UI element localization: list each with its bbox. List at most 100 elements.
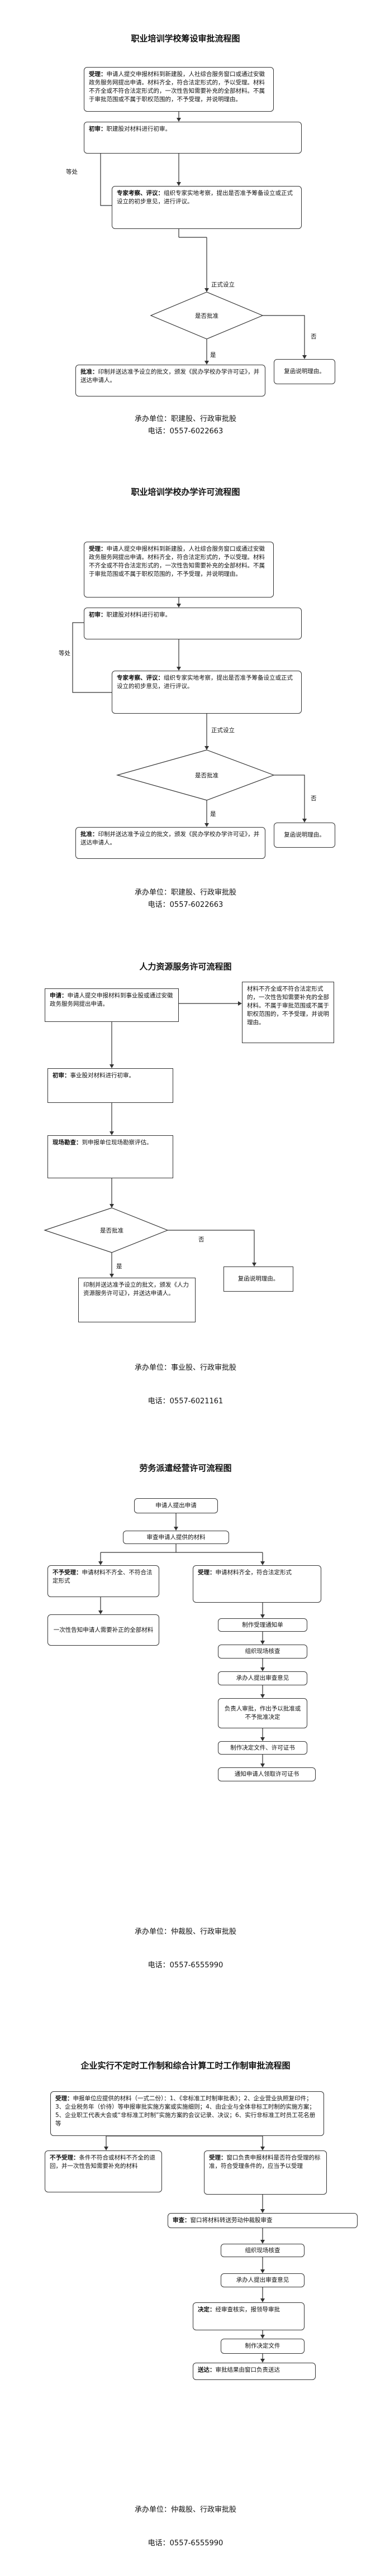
step-opinion-box: 承办人提出审查意见 (218, 1671, 307, 1685)
approve-box: 印制并送达准予设立的批文，颁发《人力资源服务许可证》，并送达申请人。 (78, 1278, 196, 1322)
first-review-text: 职建股对材料进行初审。 (106, 611, 172, 618)
step-document-box: 制作决定文件 (221, 2339, 305, 2354)
reject-text: 复函说明理由。 (284, 831, 325, 838)
step-site-box: 组织现场核查 (221, 2244, 305, 2257)
approve-box: 批准：印制并送达准予设立的批文，颁发《民办学校办学许可证》，并送达申请人。 (75, 365, 265, 396)
footer-unit: 承办单位：仲裁股、行政审批股 (134, 1928, 236, 1936)
apply-head: 申请： (50, 992, 68, 999)
first-review-box: 初审：事业股对材料进行初审。 (47, 1068, 173, 1103)
not-accept-box: 不予受理：申请材料不齐全、不符合法定形式 (47, 1565, 159, 1597)
first-review-box: 初审：职建股对材料进行初审。 (84, 608, 302, 639)
side-notice-text: 材料不齐全或不符合法定形式的，一次性告知需要补充的全部材料。不属于审批范围或不属… (247, 986, 329, 1026)
flowchart-hr-service: 人力资源服务许可流程图 申请：申请人提交申报材料到事业股或通过安徽政务服务网提出… (0, 944, 371, 1435)
notify-box: 一次性告知申请人需要补正的全部材料 (47, 1614, 159, 1646)
accept-head: 受理： (89, 546, 107, 552)
footer-phone: 电话：0557-6021161 (148, 1397, 223, 1406)
decide-box: 决定：经审查核实，报领导审批 (193, 2302, 305, 2330)
accept-text: 申请人提交申报材料到新建股，人社综合服务窗口或通过安徽政务服务网提出申请。材料齐… (89, 71, 265, 103)
apply-text: 申请人提交申报材料到事业股或通过安徽政务服务网提出申请。 (50, 992, 173, 1007)
reject-box: 复函说明理由。 (274, 823, 335, 848)
deliver-text: 审批结果由窗口负责送达 (215, 2367, 280, 2373)
expert-review-text: 组织专家实地考察，提出是否准予筹备设立或正式设立的初步意见，进行评议。 (117, 675, 293, 690)
step-decision-text: 负责人审批，作出予以批准或不予批准决定 (224, 1705, 301, 1720)
step-opinion-box: 承办人提出审查意见 (221, 2273, 305, 2287)
flowchart-3-footer: 承办单位：事业股、行政审批股 电话：0557-6021161 (0, 1351, 371, 1418)
footer-phone: 电话：0557-6022663 (148, 427, 223, 436)
approve-question: 是否批准 (195, 313, 218, 319)
deliver-head: 送达： (198, 2367, 216, 2373)
wait-label: 等处 (66, 169, 78, 175)
flowchart-4-footer: 承办单位：仲裁股、行政审批股 电话：0557-6555990 (0, 1915, 371, 1982)
step-notice-text: 制作受理通知单 (242, 1621, 283, 1628)
formal-label: 正式设立 (211, 281, 235, 288)
apply-box: 申请：申请人提交申报材料到事业股或通过安徽政务服务网提出申请。 (45, 988, 179, 1022)
accept2-head: 受理： (209, 2154, 227, 2161)
first-review-head: 初审： (89, 611, 107, 618)
review-head: 审查： (173, 2217, 191, 2224)
expert-review-box: 专家考察、评议：组织专家实地考察，提出是否准予筹备设立或正式设立的初步意见，进行… (112, 186, 302, 229)
step-document-box: 制作决定文件、许可证书 (218, 1741, 307, 1755)
step-opinion-text: 承办人提出审查意见 (236, 2277, 289, 2283)
decide-text: 经审查核实，报领导审批 (215, 2306, 280, 2313)
accept-box: 受理：申请材料齐全，符合法定形式 (193, 1565, 321, 1603)
step-opinion-text: 承办人提出审查意见 (236, 1675, 289, 1681)
apply-box: 申请人提出申请 (134, 1498, 218, 1513)
first-review-head: 初审： (89, 126, 107, 132)
approve-text: 印制并送达准予设立的批文，颁发《民办学校办学许可证》，并送达申请人。 (80, 369, 260, 384)
apply-text: 申请人提出申请 (155, 1502, 197, 1509)
site-check-box: 现场勘查：到申报单位现场勘察评估。 (47, 1135, 173, 1178)
approve-question: 是否批准 (195, 772, 218, 779)
review-box: 审查申请人提供的材料 (123, 1531, 229, 1544)
approve-question: 是否批准 (100, 1227, 123, 1234)
not-accept-text: 申请材料不齐全、不符合法定形式 (53, 1569, 153, 1584)
review-text: 窗口将材料转送劳动仲裁股审查 (190, 2217, 273, 2224)
yes-label: 是 (210, 811, 216, 818)
step-collect-box: 通知申请人领取许可证书 (218, 1767, 316, 1781)
flowchart-school-preparation: 职业培训学校筹设审批流程图 受理：申请人提交申报材料到新建股，人社综合服务窗口或… (0, 0, 371, 463)
wait-label: 等处 (59, 650, 70, 657)
not-accept-head: 不予受理： (50, 2154, 79, 2161)
footer-phone: 电话：0557-6555990 (148, 1961, 223, 1970)
footer-unit: 承办单位：事业股、行政审批股 (134, 1364, 236, 1372)
accept-head: 受理： (198, 1569, 216, 1576)
notify-text: 一次性告知申请人需要补正的全部材料 (53, 1626, 154, 1633)
flowchart-2-connectors (72, 598, 307, 827)
yes-label: 是 (210, 352, 216, 359)
flowchart-1-connectors (100, 112, 307, 365)
accept-head: 受理： (55, 2095, 73, 2102)
footer-unit: 承办单位：职建股、行政审批股 (134, 888, 236, 897)
flowchart-working-hours: 企业实行不定时工作制和综合计算工时工作制审批流程图 受理：申报单位应提供的材料（… (0, 2021, 371, 2576)
accept-head: 受理： (89, 71, 107, 78)
accept-text: 申请人提交申报材料到新建股，人社综合服务窗口或通过安徽政务服务网提出申请。材料齐… (89, 546, 265, 577)
step-site-text: 组织现场核查 (245, 1648, 280, 1655)
no-label: 否 (198, 1236, 204, 1243)
flowchart-3-connectors (44, 1001, 256, 1278)
footer-phone: 电话：0557-6555990 (148, 2539, 223, 2548)
not-accept-text: 条件不符合或材料不齐全的退回，并一次性告知需要补充的材料 (50, 2154, 155, 2169)
flowchart-labor-dispatch: 劳务派遣经营许可流程图 申请人提出申请 审查申请人提供的材料 不予受理：申请材料… (0, 1435, 371, 2021)
site-check-text: 到申报单位现场勘察评估。 (82, 1139, 153, 1146)
deliver-box: 送达：审批结果由窗口负责送达 (193, 2363, 316, 2380)
side-notice-box: 材料不齐全或不符合法定形式的，一次性告知需要补充的全部材料。不属于审批范围或不属… (242, 982, 334, 1043)
expert-review-text: 组织专家实地考察，提出是否准予筹备设立或正式设立的初步意见，进行评议。 (117, 190, 293, 205)
accept2-box: 受理：窗口负责申报材料是否符合受理的标准，符合受理条件的，应当予以受理 (204, 2150, 327, 2195)
step-document-text: 制作决定文件、许可证书 (230, 1744, 295, 1751)
review-text: 审查申请人提供的材料 (146, 1533, 206, 1541)
first-review-text: 事业股对材料进行初审。 (70, 1072, 135, 1079)
footer-unit: 承办单位：仲裁股、行政审批股 (134, 2506, 236, 2514)
first-review-box: 初审：职建股对材料进行初审。 (84, 122, 302, 154)
reject-box: 复函说明理由。 (274, 359, 335, 384)
approve-text: 印制并送达准予设立的批文，颁发《人力资源服务许可证》，并送达申请人。 (83, 1282, 189, 1297)
footer-unit: 承办单位：职建股、行政审批股 (134, 415, 236, 423)
footer-phone: 电话：0557-6022663 (148, 901, 223, 909)
step-collect-text: 通知申请人领取许可证书 (234, 1771, 299, 1777)
reject-box: 复函说明理由。 (223, 1267, 293, 1292)
expert-review-head: 专家考察、评议： (117, 190, 164, 197)
not-accept-head: 不予受理： (53, 1569, 82, 1576)
flowchart-4-title: 劳务派遣经营许可流程图 (139, 1463, 232, 1473)
decide-head: 决定： (198, 2306, 216, 2313)
no-label: 否 (311, 795, 317, 802)
approve-box: 批准：印制并送达准予设立的批文，颁发《民办学校办学许可证》，并送达申请人。 (75, 827, 265, 859)
flowchart-school-license: 职业培训学校办学许可流程图 受理：申请人提交申报材料到新建股，人社综合服务窗口或… (0, 463, 371, 944)
flowchart-5-title: 企业实行不定时工作制和综合计算工时工作制审批流程图 (80, 2061, 291, 2071)
